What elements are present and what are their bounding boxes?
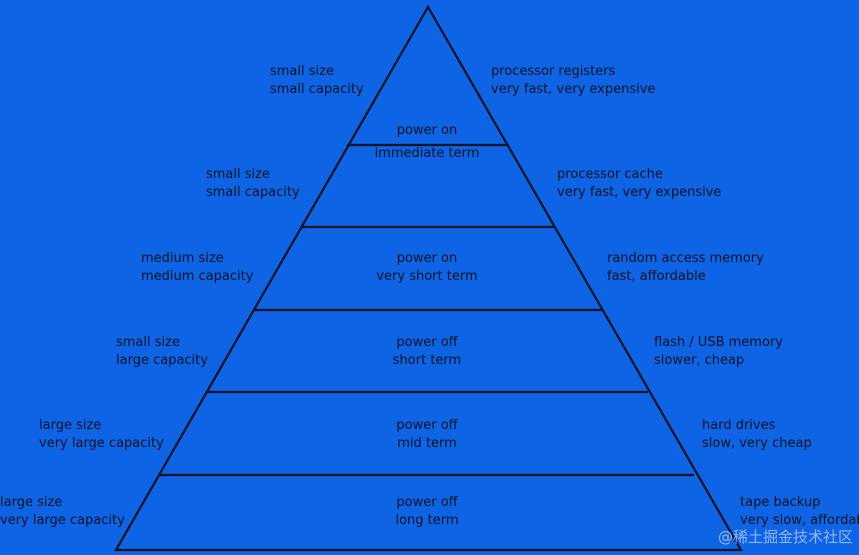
level-6-speed-cost: very slow, affordable [740, 513, 859, 528]
level-3-power: power on [396, 251, 458, 266]
pyramid-outline [114, 4, 743, 552]
level-1-speed-cost: very fast, very expensive [491, 82, 656, 97]
level-1-center-label: power on immediate term [327, 122, 527, 163]
level-6-size: large size [0, 495, 63, 510]
level-2-capacity: small capacity [206, 185, 300, 200]
level-6-center-label: power off long term [327, 494, 527, 530]
level-4-term: short term [392, 353, 462, 368]
level-3-left-label: medium size medium capacity [141, 250, 253, 286]
level-5-device: hard drives [702, 418, 776, 433]
level-6-right-label: tape backup very slow, affordable [740, 494, 859, 530]
level-5-term: mid term [397, 436, 457, 451]
level-1-size: small size [270, 64, 334, 79]
level-3-center-label: power on very short term [327, 250, 527, 286]
level-5-power: power off [396, 418, 458, 433]
level-1-power: power on [396, 123, 458, 138]
level-6-device: tape backup [740, 495, 821, 510]
level-3-size: medium size [141, 251, 224, 266]
level-6-left-label: large size very large capacity [0, 494, 125, 530]
level-6-power: power off [396, 495, 458, 510]
level-1-capacity: small capacity [270, 82, 364, 97]
level-1-device: processor registers [491, 64, 616, 79]
level-2-device: processor cache [557, 167, 663, 182]
level-4-left-label: small size large capacity [116, 334, 208, 370]
level-4-capacity: large capacity [116, 353, 208, 368]
level-3-capacity: medium capacity [141, 269, 254, 284]
level-2-right-label: processor cache very fast, very expensiv… [557, 166, 721, 202]
level-4-device: flash / USB memory [654, 335, 783, 350]
level-5-right-label: hard drives slow, very cheap [702, 417, 812, 453]
level-4-power: power off [396, 335, 458, 350]
level-4-center-label: power off short term [327, 334, 527, 370]
level-1-left-label: small size small capacity [270, 63, 364, 99]
level-3-right-label: random access memory fast, affordable [607, 250, 764, 286]
level-5-center-label: power off mid term [327, 417, 527, 453]
level-3-term: very short term [376, 269, 478, 284]
level-2-speed-cost: very fast, very expensive [557, 185, 722, 200]
level-3-device: random access memory [607, 251, 764, 266]
level-1-term: immediate term [374, 146, 480, 161]
level-6-term: long term [395, 513, 459, 528]
level-5-capacity: very large capacity [39, 436, 164, 451]
level-2-left-label: small size small capacity [206, 166, 300, 202]
level-5-size: large size [39, 418, 102, 433]
level-6-capacity: very large capacity [0, 513, 125, 528]
level-2-size: small size [206, 167, 270, 182]
level-5-left-label: large size very large capacity [39, 417, 164, 453]
level-4-speed-cost: slower, cheap [654, 353, 745, 368]
level-4-right-label: flash / USB memory slower, cheap [654, 334, 783, 370]
level-3-speed-cost: fast, affordable [607, 269, 706, 284]
watermark: @稀土掘金技术社区 [717, 528, 853, 546]
level-5-speed-cost: slow, very cheap [702, 436, 812, 451]
level-1-right-label: processor registers very fast, very expe… [491, 63, 655, 99]
level-4-size: small size [116, 335, 180, 350]
